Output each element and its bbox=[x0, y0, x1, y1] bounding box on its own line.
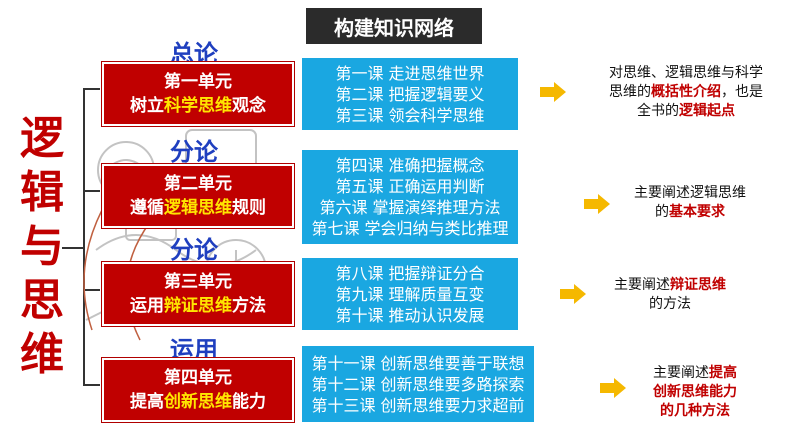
unit-name: 第一单元 bbox=[164, 72, 232, 92]
main-title-char: 维 bbox=[20, 329, 64, 380]
unit-name: 第二单元 bbox=[164, 174, 232, 194]
lesson-item: 第二课 把握逻辑要义 bbox=[335, 84, 485, 104]
main-title-char: 与 bbox=[20, 221, 64, 272]
lesson-box-1: 第一课 走进思维世界 第二课 把握逻辑要义 第三课 领会科学思维 bbox=[302, 58, 518, 130]
lesson-item: 第四课 准确把握概念 bbox=[335, 156, 485, 175]
lesson-item: 第十课 推动认识发展 bbox=[335, 305, 485, 325]
main-title-char: 逻 bbox=[20, 113, 64, 164]
unit-theme: 提高创新思维能力 bbox=[130, 392, 266, 412]
unit-box-1: 第一单元 树立科学思维观念 bbox=[102, 62, 294, 126]
lesson-item: 第九课 理解质量互变 bbox=[335, 284, 485, 304]
lesson-box-2: 第四课 准确把握概念 第五课 正确运用判断 第六课 掌握演绎推理方法 第七课 学… bbox=[302, 150, 518, 244]
unit-box-2: 第二单元 遵循逻辑思维规则 bbox=[102, 164, 294, 228]
unit-theme: 遵循逻辑思维规则 bbox=[130, 198, 266, 218]
main-title: 逻 辑 与 思 维 bbox=[20, 112, 64, 382]
lesson-item: 第十一课 创新思维要善于联想 bbox=[311, 353, 525, 373]
lesson-item: 第六课 掌握演绎推理方法 bbox=[319, 198, 501, 217]
lesson-item: 第七课 学会归纳与类比推理 bbox=[311, 219, 509, 238]
category-label-3: 分论 bbox=[170, 236, 218, 264]
arrow-right-icon bbox=[584, 194, 610, 214]
category-label-2: 分论 bbox=[170, 138, 218, 166]
description-4: 主要阐述提高 创新思维能力 的几种方法 bbox=[653, 365, 737, 419]
lesson-item: 第五课 正确运用判断 bbox=[335, 177, 485, 196]
description-1: 对思维、逻辑思维与科学 思维的概括性介绍，也是 全书的逻辑起点 bbox=[609, 65, 763, 119]
arrow-right-icon bbox=[540, 82, 566, 102]
main-title-char: 辑 bbox=[20, 167, 64, 218]
unit-theme: 树立科学思维观念 bbox=[130, 96, 266, 116]
arrow-right-icon bbox=[560, 284, 586, 304]
arrow-right-icon bbox=[600, 378, 626, 398]
lesson-item: 第十三课 创新思维要力求超前 bbox=[311, 395, 525, 415]
lesson-item: 第三课 领会科学思维 bbox=[335, 105, 485, 125]
page-title: 构建知识网络 bbox=[306, 8, 482, 44]
description-2: 主要阐述逻辑思维 的基本要求 bbox=[634, 185, 746, 220]
lesson-box-4: 第十一课 创新思维要善于联想 第十二课 创新思维要多路探索 第十三课 创新思维要… bbox=[302, 346, 534, 422]
lesson-item: 第十二课 创新思维要多路探索 bbox=[311, 374, 525, 394]
lesson-item: 第一课 走进思维世界 bbox=[335, 63, 485, 83]
lesson-item: 第八课 把握辩证分合 bbox=[335, 263, 485, 283]
unit-name: 第四单元 bbox=[164, 368, 232, 388]
unit-theme: 运用辩证思维方法 bbox=[130, 296, 266, 316]
unit-name: 第三单元 bbox=[164, 272, 232, 292]
unit-box-4: 第四单元 提高创新思维能力 bbox=[102, 358, 294, 422]
main-title-char: 思 bbox=[20, 275, 64, 326]
lesson-box-3: 第八课 把握辩证分合 第九课 理解质量互变 第十课 推动认识发展 bbox=[302, 258, 518, 330]
description-3: 主要阐述辩证思维 的方法 bbox=[614, 277, 726, 312]
unit-box-3: 第三单元 运用辩证思维方法 bbox=[102, 262, 294, 326]
